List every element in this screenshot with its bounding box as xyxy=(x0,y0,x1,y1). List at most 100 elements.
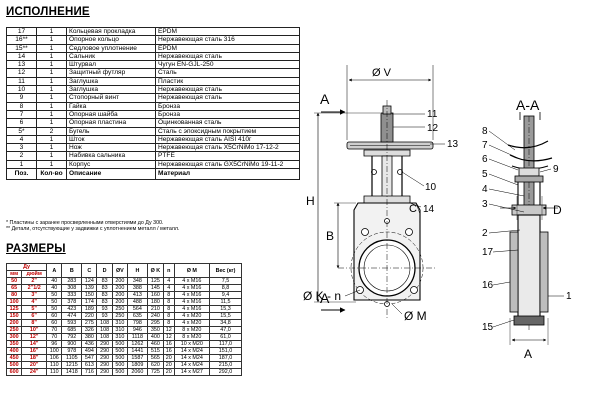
dims-cell: 613 xyxy=(81,361,98,369)
dims-cell: 60 xyxy=(46,312,63,320)
qty-cell: 1 xyxy=(36,151,67,161)
material-cell: Сталь с эпоксидным покрытием xyxy=(155,126,300,136)
parts-header-cell: Описание xyxy=(66,168,156,181)
dims-cell: 70 xyxy=(46,326,63,334)
dims-cell: 83 xyxy=(96,277,113,285)
pos-cell: 16** xyxy=(6,35,37,45)
dims-cell: 8 xyxy=(162,305,175,313)
material-cell: EPDM xyxy=(155,26,300,37)
callout-6: 6 xyxy=(482,154,488,165)
dims-cell: 145 xyxy=(146,284,164,292)
qty-cell: 2 xyxy=(36,126,67,136)
dims-cell: 16 xyxy=(162,347,175,355)
qty-cell: 1 xyxy=(36,143,67,153)
dims-cell: 326 xyxy=(81,326,98,334)
dims-cell: 12 xyxy=(162,326,175,334)
dims-cell: 3" xyxy=(21,291,48,299)
col-m: Ø M xyxy=(173,263,211,278)
description-cell: Нож xyxy=(66,143,156,153)
description-cell: Опорное кольцо xyxy=(66,35,156,45)
dims-cell: 7,5 xyxy=(209,277,242,285)
dims-cell: 400 xyxy=(146,333,164,341)
dims-cell: 200 xyxy=(111,277,128,285)
valve-drawing: Ø V A A H B C Ø K - n Ø M 11 12 13 10 xyxy=(303,65,572,361)
description-cell: Гайка xyxy=(66,101,156,111)
note-2: ** Детали, отсутствующие у задвижки с уп… xyxy=(6,226,180,233)
description-cell: Опорная шайба xyxy=(66,109,156,120)
dims-cell: 275 xyxy=(81,319,98,327)
dims-cell: 565 xyxy=(146,354,164,362)
dims-cell: 8,8 xyxy=(209,284,242,292)
dims-cell: 20 xyxy=(162,354,175,362)
pos-cell: 17 xyxy=(6,26,37,37)
dims-cell: 20 xyxy=(162,361,175,369)
dims-cell: 50 xyxy=(46,298,63,306)
qty-cell: 1 xyxy=(36,109,67,120)
dims-cell: 14 x M24 xyxy=(173,354,211,362)
dims-cell: 10" xyxy=(21,326,48,334)
dims-cell: 83 xyxy=(96,291,113,299)
material-cell: Пластик xyxy=(155,76,300,87)
dims-cell: 350 xyxy=(146,326,164,334)
qty-cell: 1 xyxy=(36,134,67,145)
pos-cell: 13 xyxy=(6,60,37,70)
dims-cell: 47,0 xyxy=(209,326,242,334)
dims-cell: 117,0 xyxy=(209,340,242,348)
dims-cell: 1105 xyxy=(61,354,83,362)
description-cell: Заглушка xyxy=(66,85,156,95)
description-cell: Опорная пластина xyxy=(66,118,156,128)
dims-cell: 593 xyxy=(61,319,83,327)
dims-cell: 14 x M27 xyxy=(173,368,211,376)
dims-cell: 14" xyxy=(21,340,48,348)
dims-cell: 1809 xyxy=(126,361,148,369)
dims-cell: 978 xyxy=(61,347,83,355)
callout-9: 9 xyxy=(553,164,559,175)
dims-cell: 8 xyxy=(162,312,175,320)
dims-cell: 14 x M24 xyxy=(173,361,211,369)
dims-cell: 1441 xyxy=(126,347,148,355)
pos-cell: 4 xyxy=(6,134,37,145)
dims-cell: 210 xyxy=(146,305,164,313)
callout-3: 3 xyxy=(482,199,488,210)
dims-cell: 96 xyxy=(46,340,63,348)
pos-cell: 3 xyxy=(6,143,37,153)
material-cell: Бронза xyxy=(155,109,300,120)
dims-cell: 20" xyxy=(21,361,48,369)
material-cell: Оцинкованная сталь xyxy=(155,118,300,128)
col-weight: Вес (кг) xyxy=(209,263,242,278)
material-cell: Нержавеющая сталь xyxy=(155,93,300,103)
material-cell: Нержавеющая сталь AISI 410г xyxy=(155,134,300,145)
callout-17: 17 xyxy=(482,247,494,258)
material-cell: Бронза xyxy=(155,101,300,111)
dims-cell: 240 xyxy=(146,312,164,320)
dims-cell: 333 xyxy=(61,291,83,299)
dims-cell: 83 xyxy=(96,284,113,292)
dims-cell: 80 xyxy=(5,291,23,299)
qty-cell: 1 xyxy=(36,76,67,87)
dims-cell: 290 xyxy=(96,347,113,355)
pos-cell: 15** xyxy=(6,43,37,53)
dims-cell: 8 xyxy=(162,291,175,299)
dims-cell: 500 xyxy=(111,354,128,362)
parts-header-cell: Поз. xyxy=(6,168,37,181)
dims-cell: 310 xyxy=(111,326,128,334)
dims-cell: 108 xyxy=(96,319,113,327)
dims-cell: 100 xyxy=(5,298,23,306)
dims-cell: 160 xyxy=(146,291,164,299)
qty-cell: 1 xyxy=(36,68,67,78)
qty-cell: 1 xyxy=(36,35,67,45)
material-cell: Нержавеющая сталь GX5CrNiMo 19-11-2 xyxy=(155,159,300,170)
dims-cell: 15,3 xyxy=(209,305,242,313)
